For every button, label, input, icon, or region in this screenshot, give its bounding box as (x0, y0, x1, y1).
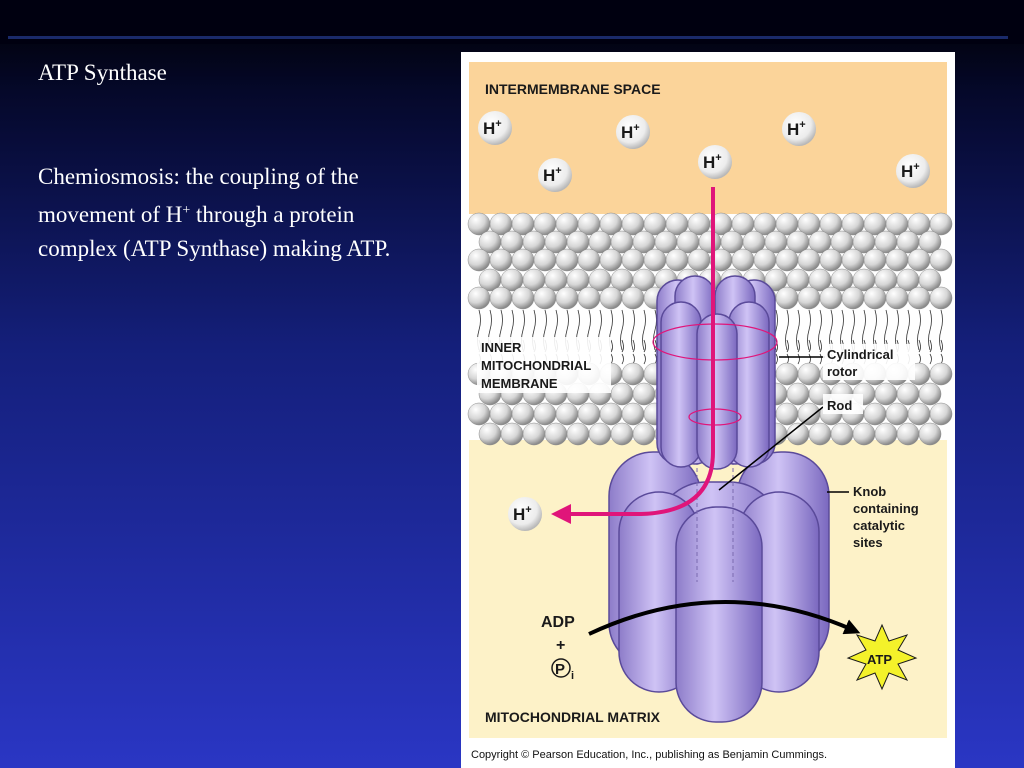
proton-entering: H+ (698, 145, 732, 179)
svg-text:i: i (571, 670, 574, 682)
proton-top-left: H+ (478, 111, 512, 145)
svg-text:H+: H+ (513, 504, 532, 524)
knob-label-line1: Knob (853, 484, 886, 499)
rotor-label-line1: Cylindrical (827, 347, 893, 362)
proton-top-right: H+ (782, 112, 816, 146)
svg-text:H+: H+ (901, 161, 920, 181)
membrane-label-line3: MEMBRANE (481, 376, 558, 391)
svg-text:P: P (555, 661, 565, 678)
adp-to-atp-arrow (588, 599, 861, 636)
membrane-label-bg (477, 337, 611, 393)
svg-text:H+: H+ (543, 165, 562, 185)
svg-text:H+: H+ (703, 152, 722, 172)
rod-leader-line (718, 406, 824, 491)
knob-label-line4: sites (853, 535, 883, 550)
proton-flow-arrow (551, 187, 715, 524)
phosphate-symbol: P i (551, 658, 574, 682)
svg-text:H+: H+ (621, 122, 640, 142)
body-text-superscript: + (182, 203, 191, 218)
proton-mid-left: H+ (538, 158, 572, 192)
intermembrane-space-label: INTERMEMBRANE SPACE (485, 81, 661, 97)
plus-label: + (556, 637, 565, 654)
cylindrical-rotor (652, 275, 778, 470)
body-text-part2: through a protein complex (ATP Synthase)… (38, 202, 391, 261)
matrix-label: MITOCHONDRIAL MATRIX (485, 709, 661, 725)
slide-heading: ATP Synthase (38, 60, 167, 85)
rotor-label-line2: rotor (827, 364, 857, 379)
knob-label-line3: catalytic (853, 518, 905, 533)
atp-synthase-figure: INTERMEMBRANE SPACE H+ H+ H (461, 52, 955, 768)
knob-catalytic-head (608, 451, 830, 723)
rod-label: Rod (827, 398, 852, 413)
adp-label: ADP (541, 614, 575, 631)
membrane-label-line1: INNER (481, 340, 522, 355)
svg-text:H+: H+ (787, 119, 806, 139)
body-text-part1: Chemiosmosis: the coupling of the moveme… (38, 164, 359, 227)
membrane-label-line2: MITOCHONDRIAL (481, 358, 591, 373)
rod-label-bg (823, 394, 863, 414)
slide-body-text: Chemiosmosis: the coupling of the moveme… (38, 160, 418, 266)
knob-label-line2: containing (853, 501, 919, 516)
atp-star (846, 623, 918, 691)
svg-text:H+: H+ (483, 118, 502, 138)
proton-matrix: H+ (508, 497, 542, 531)
top-rule (8, 36, 1008, 39)
atp-synthase-diagram: INTERMEMBRANE SPACE H+ H+ H (467, 62, 953, 761)
rotor-label-bg (823, 344, 915, 380)
atp-label: ATP (867, 652, 892, 667)
proton-top-center: H+ (616, 115, 650, 149)
copyright-notice: Copyright © Pearson Education, Inc., pub… (471, 749, 827, 761)
proton-far-right: H+ (896, 154, 930, 188)
